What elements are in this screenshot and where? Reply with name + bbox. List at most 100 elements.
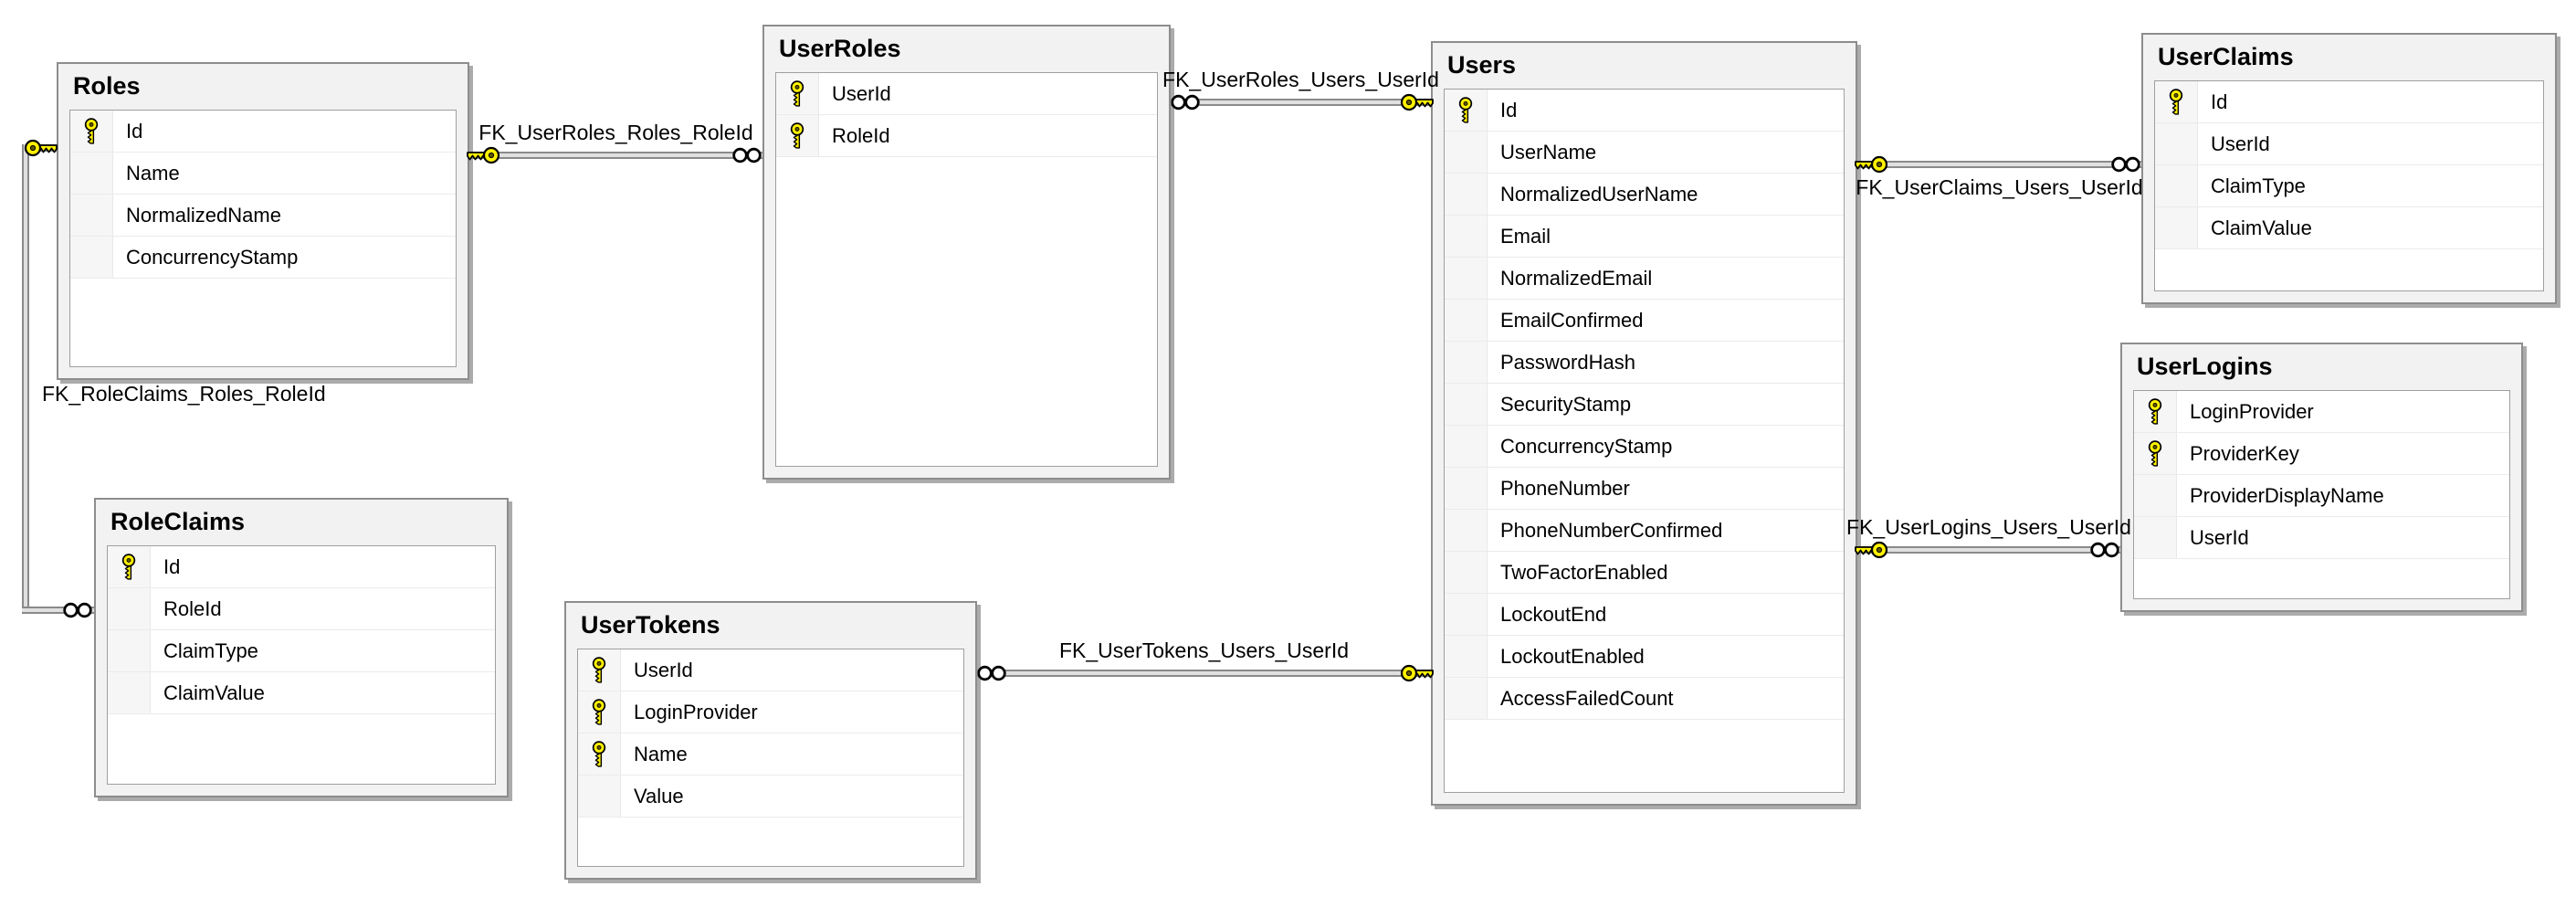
column-name: Id	[163, 554, 181, 578]
table-row[interactable]: UserId	[776, 73, 1157, 115]
column-name: PhoneNumber	[1500, 476, 1630, 500]
column-name: UserId	[634, 658, 693, 681]
key-cell	[2134, 475, 2177, 516]
table-title: RoleClaims	[110, 508, 246, 535]
table-row[interactable]: RoleId	[776, 115, 1157, 157]
table-row[interactable]: LockoutEnabled	[1445, 636, 1844, 678]
key-cell	[70, 195, 113, 236]
table-row[interactable]: Value	[578, 776, 963, 818]
primary-key-icon	[2134, 433, 2177, 474]
relationship-line[interactable]	[469, 152, 762, 159]
table-row[interactable]: Name	[70, 153, 456, 195]
table-row[interactable]: Name	[578, 733, 963, 776]
table-row[interactable]: ClaimValue	[108, 672, 495, 714]
table-row[interactable]: UserId	[578, 649, 963, 691]
table-row[interactable]: ProviderKey	[2134, 433, 2509, 475]
table-row[interactable]: SecurityStamp	[1445, 384, 1844, 426]
relationship-label: FK_UserRoles_Roles_RoleId	[478, 121, 753, 144]
relationship-line[interactable]	[977, 670, 1431, 677]
relationship-line[interactable]	[1857, 546, 2120, 554]
table-row[interactable]: ClaimValue	[2155, 207, 2543, 249]
relationship-line[interactable]	[22, 607, 94, 614]
table-row[interactable]: NormalizedName	[70, 195, 456, 237]
table-row[interactable]: Id	[1445, 90, 1844, 132]
table-row[interactable]: UserName	[1445, 132, 1844, 174]
table-row[interactable]: ClaimType	[108, 630, 495, 672]
key-cell	[1445, 132, 1488, 173]
infinity-icon	[61, 601, 94, 619]
column-name: NormalizedName	[126, 203, 281, 227]
table-row[interactable]: Id	[108, 546, 495, 588]
key-icon	[466, 144, 500, 166]
table-row[interactable]: EmailConfirmed	[1445, 300, 1844, 342]
primary-key-icon	[776, 73, 819, 114]
table-row[interactable]: ConcurrencyStamp	[1445, 426, 1844, 468]
table-row[interactable]: PhoneNumberConfirmed	[1445, 510, 1844, 552]
table-row[interactable]: AccessFailedCount	[1445, 678, 1844, 720]
infinity-icon	[2109, 155, 2142, 174]
relationship-label: FK_UserTokens_Users_UserId	[1058, 638, 1350, 662]
infinity-icon	[975, 664, 1008, 682]
column-name: SecurityStamp	[1500, 392, 1632, 416]
key-cell	[2134, 517, 2177, 558]
key-cell	[1445, 594, 1488, 635]
key-cell	[2155, 123, 2198, 164]
table-row[interactable]: RoleId	[108, 588, 495, 630]
primary-key-icon	[1445, 90, 1488, 131]
primary-key-icon	[2134, 391, 2177, 432]
table-row[interactable]: ClaimType	[2155, 165, 2543, 207]
relationship-line[interactable]	[1171, 99, 1431, 106]
table-row[interactable]: TwoFactorEnabled	[1445, 552, 1844, 594]
table-row[interactable]: ConcurrencyStamp	[70, 237, 456, 279]
table-row[interactable]: NormalizedEmail	[1445, 258, 1844, 300]
table-row[interactable]: LockoutEnd	[1445, 594, 1844, 636]
table-row[interactable]: Id	[2155, 81, 2543, 123]
column-name: Name	[634, 742, 688, 765]
key-cell	[108, 588, 151, 629]
relationship-line[interactable]	[22, 144, 29, 614]
column-name: PhoneNumberConfirmed	[1500, 518, 1723, 542]
key-cell	[1445, 300, 1488, 341]
column-name: LoginProvider	[634, 700, 758, 723]
column-name: ClaimValue	[2211, 216, 2312, 239]
column-name: Email	[1500, 224, 1551, 248]
column-name: LoginProvider	[2190, 399, 2314, 423]
key-cell	[1445, 174, 1488, 215]
column-name: AccessFailedCount	[1500, 686, 1674, 710]
table-row[interactable]: Id	[70, 111, 456, 153]
table-row[interactable]: Email	[1445, 216, 1844, 258]
column-name: RoleId	[163, 596, 222, 620]
table-row[interactable]: UserId	[2155, 123, 2543, 165]
column-name: LockoutEnabled	[1500, 644, 1645, 668]
table-row[interactable]: PhoneNumber	[1445, 468, 1844, 510]
table-row[interactable]: NormalizedUserName	[1445, 174, 1844, 216]
table-row[interactable]: LoginProvider	[2134, 391, 2509, 433]
table-row[interactable]: PasswordHash	[1445, 342, 1844, 384]
table-row[interactable]: ProviderDisplayName	[2134, 475, 2509, 517]
column-name: ConcurrencyStamp	[1500, 434, 1673, 458]
table-title: UserClaims	[2158, 43, 2294, 70]
key-cell	[1445, 342, 1488, 383]
relationship-line[interactable]	[1857, 161, 2141, 168]
column-name: ProviderKey	[2190, 441, 2299, 465]
primary-key-icon	[578, 691, 621, 733]
table-row[interactable]: UserId	[2134, 517, 2509, 559]
infinity-icon	[731, 146, 763, 164]
table-row[interactable]: LoginProvider	[578, 691, 963, 733]
key-icon	[1400, 91, 1435, 113]
column-name: Id	[126, 119, 143, 142]
key-cell	[1445, 552, 1488, 593]
primary-key-icon	[108, 546, 151, 587]
